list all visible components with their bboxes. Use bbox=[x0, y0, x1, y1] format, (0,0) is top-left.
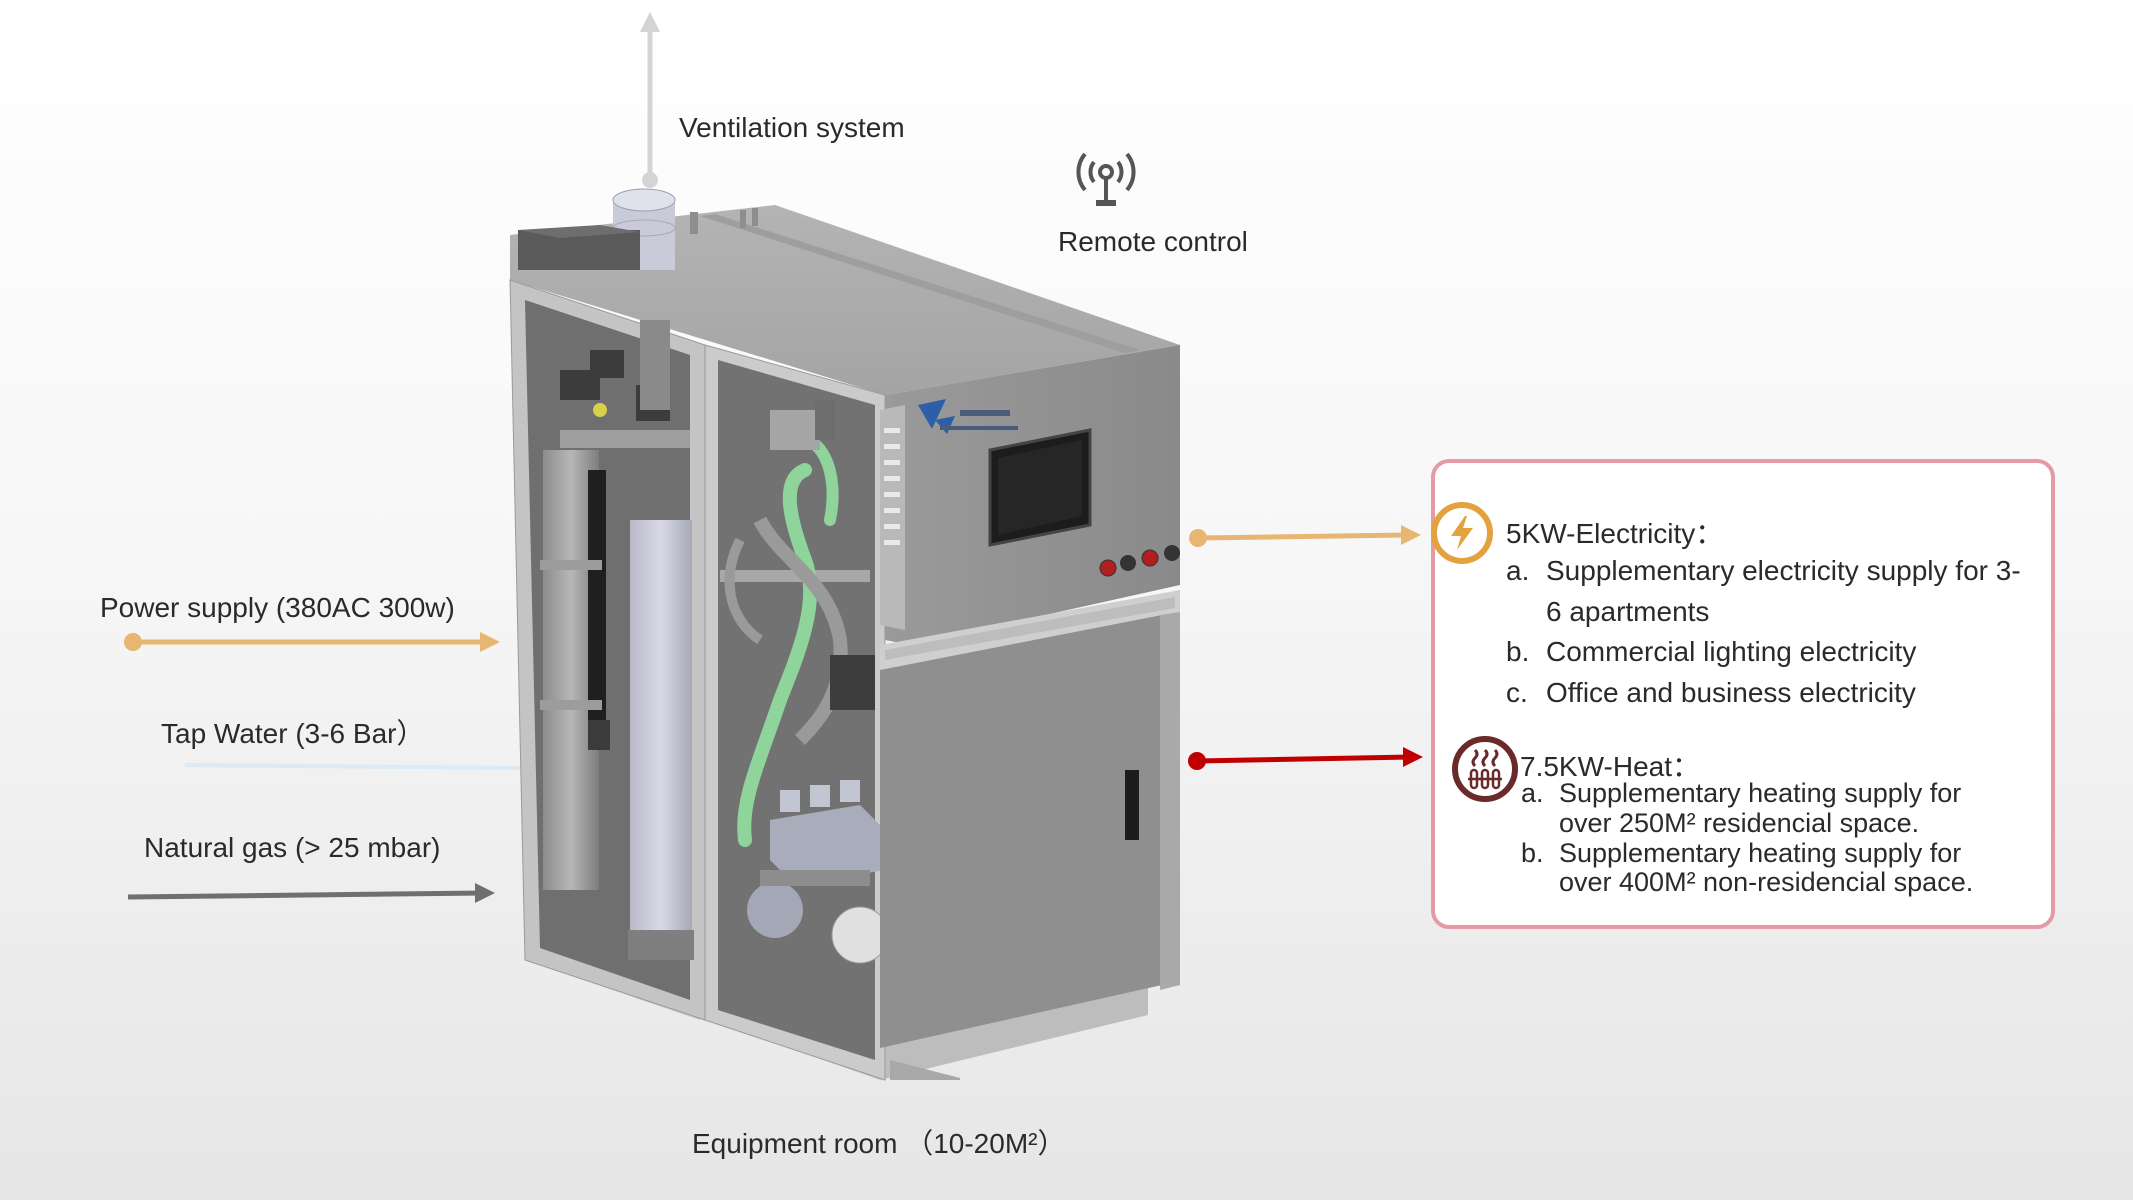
tap-water-label: Tap Water (3-6 Bar） bbox=[161, 718, 425, 749]
ventilation-label: Ventilation system bbox=[679, 112, 905, 143]
electricity-output-arrow bbox=[1189, 525, 1421, 547]
electricity-item-a-cont: 6 apartments bbox=[1546, 596, 1710, 627]
output-info-box bbox=[1431, 459, 2055, 929]
heat-output-arrow bbox=[1188, 747, 1423, 770]
lightning-icon bbox=[1431, 502, 1493, 564]
electricity-title: 5KW-Electricity： bbox=[1506, 518, 1724, 549]
heat-item-a-cont: over 250M² residencial space. bbox=[1559, 808, 1920, 838]
heat-title: 7.5KW-Heat： bbox=[1520, 751, 1700, 782]
unit-top bbox=[510, 205, 1180, 395]
power-supply-label: Power supply (380AC 300w) bbox=[100, 592, 455, 623]
heat-item-b: b.Supplementary heating supply for bbox=[1521, 838, 1962, 868]
remote-control-label: Remote control bbox=[1058, 226, 1248, 257]
heater-icon bbox=[1452, 736, 1518, 802]
heat-item-b-cont: over 400M² non-residencial space. bbox=[1559, 867, 1974, 897]
natural-gas-label: Natural gas (> 25 mbar) bbox=[144, 832, 441, 863]
gas-arrow bbox=[127, 883, 495, 903]
lower-cabinet-door bbox=[880, 615, 1162, 1048]
power-supply-arrow bbox=[124, 632, 500, 652]
equipment-room-label: Equipment room （10-20M²） bbox=[692, 1128, 1066, 1159]
heat-item-a: a.Supplementary heating supply for bbox=[1521, 778, 1962, 808]
ventilation-arrow bbox=[640, 12, 660, 188]
tap-water-arrow bbox=[184, 763, 521, 770]
electricity-item-c: c.Office and business electricity bbox=[1506, 677, 1916, 708]
electricity-item-b: b.Commercial lighting electricity bbox=[1506, 636, 1917, 667]
antenna-icon bbox=[1076, 152, 1136, 206]
vent-stack bbox=[518, 188, 758, 270]
electricity-item-a: a.Supplementary electricity supply for 3… bbox=[1506, 555, 2021, 586]
brand-logo bbox=[918, 399, 1018, 434]
